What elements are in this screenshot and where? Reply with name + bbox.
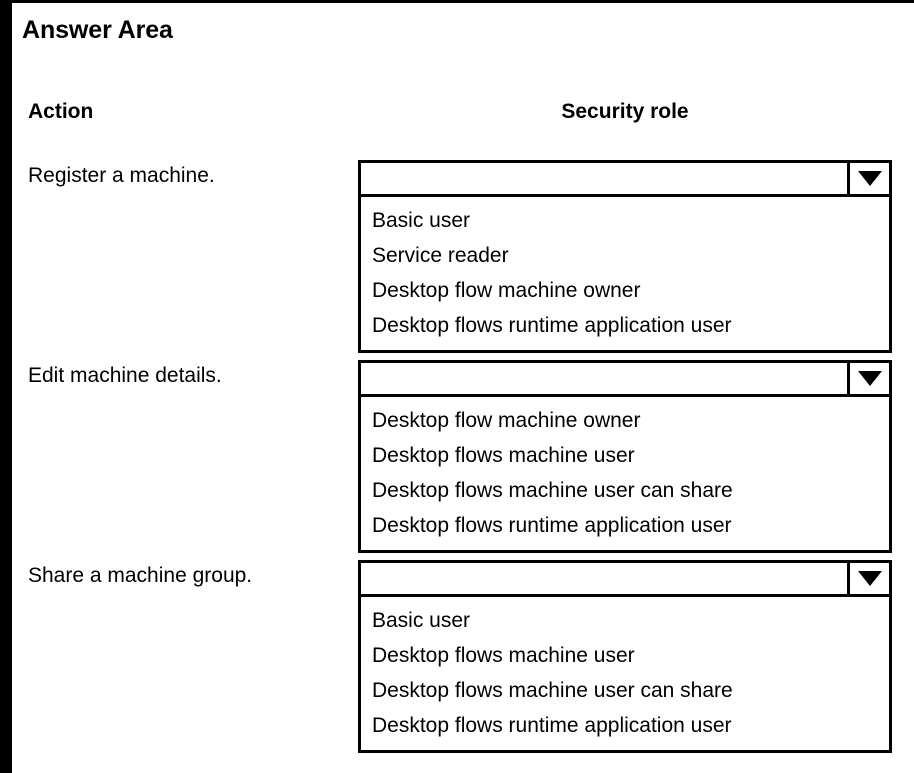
dropdown-option[interactable]: Basic user: [372, 609, 471, 632]
chevron-down-icon[interactable]: [847, 563, 889, 594]
dropdown-option[interactable]: Desktop flows machine user can share: [372, 479, 733, 502]
dropdown-option[interactable]: Service reader: [372, 244, 509, 267]
dropdown-option[interactable]: Basic user: [372, 209, 471, 232]
dropdown-option[interactable]: Desktop flows runtime application user: [372, 314, 732, 337]
dropdown-option-list-row-2: Desktop flow machine owner Desktop flows…: [358, 397, 892, 553]
dropdown-closed-box-row-1[interactable]: [358, 160, 892, 197]
top-border-rule: [0, 0, 914, 3]
dropdown-option[interactable]: Desktop flow machine owner: [372, 279, 641, 302]
security-role-dropdown-row-1[interactable]: Basic user Service reader Desktop flow m…: [358, 160, 892, 353]
action-label-row-3: Share a machine group.: [28, 564, 253, 587]
security-role-dropdown-row-3[interactable]: Basic user Desktop flows machine user De…: [358, 560, 892, 753]
dropdown-option[interactable]: Desktop flows runtime application user: [372, 714, 732, 737]
chevron-down-icon[interactable]: [847, 363, 889, 394]
column-header-security-role: Security role: [561, 100, 689, 123]
action-label-row-2: Edit machine details.: [28, 364, 222, 387]
dropdown-option[interactable]: Desktop flows runtime application user: [372, 514, 732, 537]
dropdown-option-list-row-3: Basic user Desktop flows machine user De…: [358, 597, 892, 753]
dropdown-option[interactable]: Desktop flows machine user: [372, 644, 635, 667]
action-label-row-1: Register a machine.: [28, 164, 215, 187]
dropdown-option-list-row-1: Basic user Service reader Desktop flow m…: [358, 197, 892, 353]
page-title: Answer Area: [22, 16, 173, 44]
chevron-down-icon[interactable]: [847, 163, 889, 194]
dropdown-option[interactable]: Desktop flows machine user can share: [372, 679, 733, 702]
dropdown-option[interactable]: Desktop flows machine user: [372, 444, 635, 467]
security-role-dropdown-row-2[interactable]: Desktop flow machine owner Desktop flows…: [358, 360, 892, 553]
left-border-bar: [0, 0, 12, 773]
column-header-action: Action: [28, 100, 94, 123]
dropdown-option[interactable]: Desktop flow machine owner: [372, 409, 641, 432]
dropdown-closed-box-row-3[interactable]: [358, 560, 892, 597]
dropdown-closed-box-row-2[interactable]: [358, 360, 892, 397]
